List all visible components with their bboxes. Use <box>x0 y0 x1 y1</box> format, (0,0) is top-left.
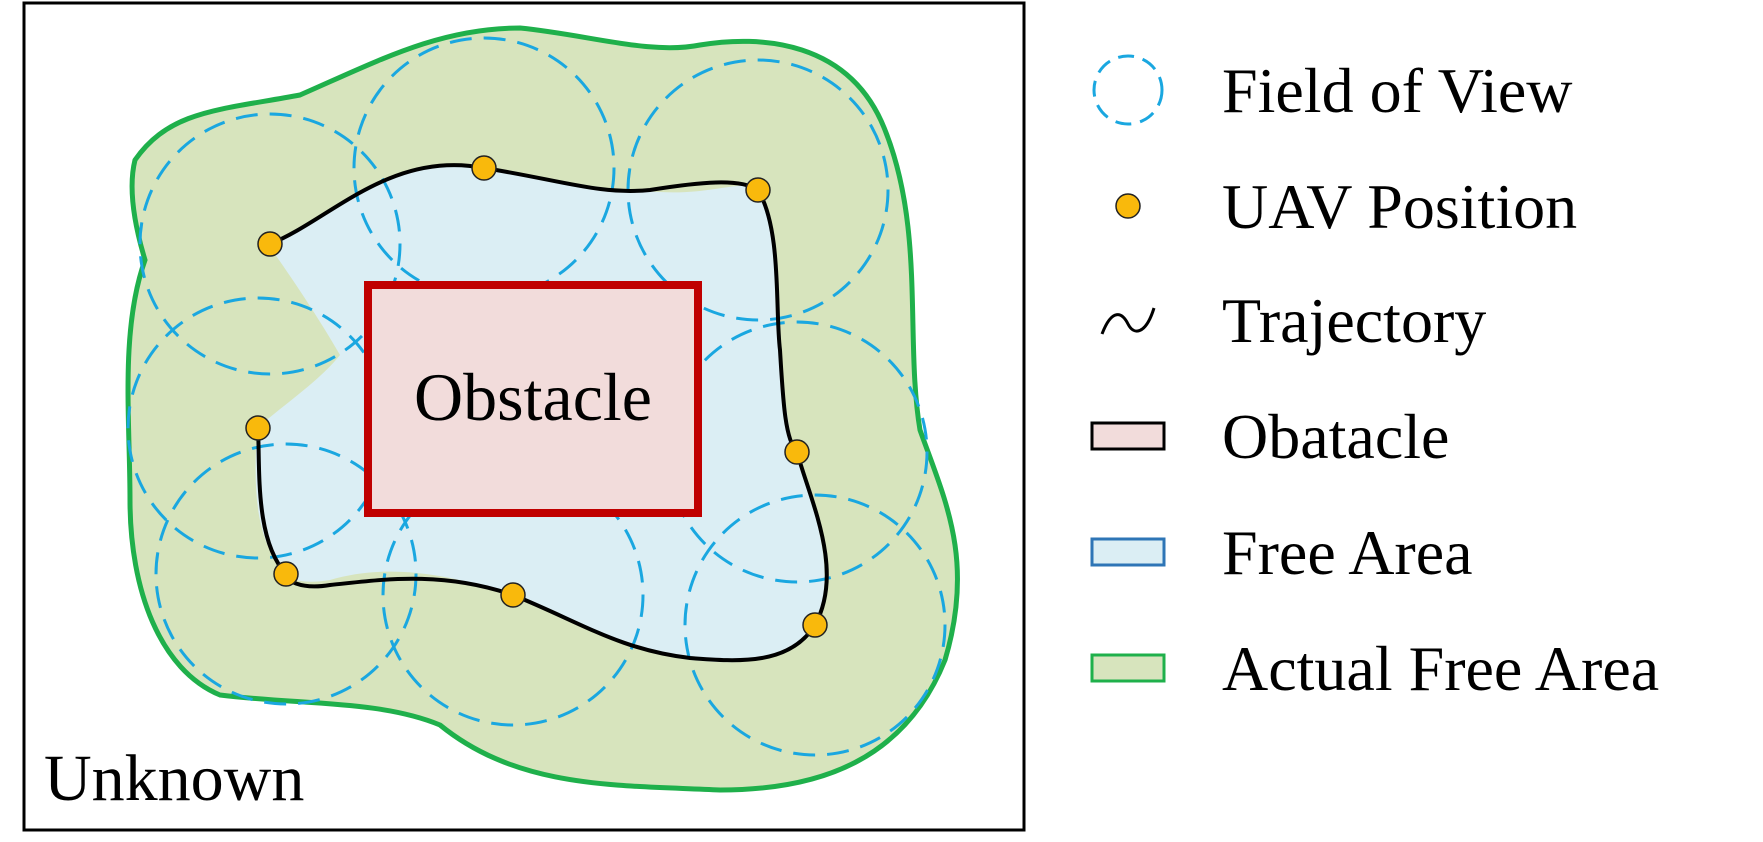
uav-position-marker <box>245 415 271 441</box>
legend-item-uav: UAV Position <box>1115 171 1577 242</box>
legend-item-fov: Field of View <box>1092 54 1573 126</box>
uav-position-marker <box>745 177 771 203</box>
uav-position-marker <box>802 612 828 638</box>
uav-position-marker <box>273 561 299 587</box>
legend-label: UAV Position <box>1222 171 1577 242</box>
legend-item-trajectory: Trajectory <box>1100 285 1486 356</box>
legend-label: Trajectory <box>1222 285 1486 356</box>
fov-circle <box>154 442 418 706</box>
uav-position-marker <box>257 231 283 257</box>
obstacle-label: Obstacle <box>414 359 652 435</box>
legend-uav-swatch <box>1115 193 1141 219</box>
legend-label: Actual Free Area <box>1222 633 1659 704</box>
fov-circle <box>683 493 947 757</box>
legend-actual-swatch <box>1090 653 1166 683</box>
legend-item-actual: Actual Free Area <box>1090 633 1659 704</box>
uav-positions <box>245 155 828 638</box>
fov-circle <box>138 112 402 376</box>
legend-item-free: Free Area <box>1090 517 1473 588</box>
trajectory-path <box>256 163 829 663</box>
legend-label: Obatacle <box>1222 401 1449 472</box>
legend-free-swatch <box>1090 537 1166 567</box>
legend-obstacle-swatch <box>1090 421 1166 451</box>
uav-position-marker <box>471 155 497 181</box>
legend-item-obstacle: Obatacle <box>1090 401 1449 472</box>
unknown-label: Unknown <box>44 742 304 815</box>
legend-label: Field of View <box>1222 55 1573 126</box>
legend-fov-swatch <box>1092 54 1164 126</box>
obstacle-rect <box>364 281 702 517</box>
uav-position-marker <box>784 439 810 465</box>
legend-label: Free Area <box>1222 517 1473 588</box>
uav-position-marker <box>500 582 526 608</box>
legend-trajectory-swatch <box>1100 307 1156 335</box>
